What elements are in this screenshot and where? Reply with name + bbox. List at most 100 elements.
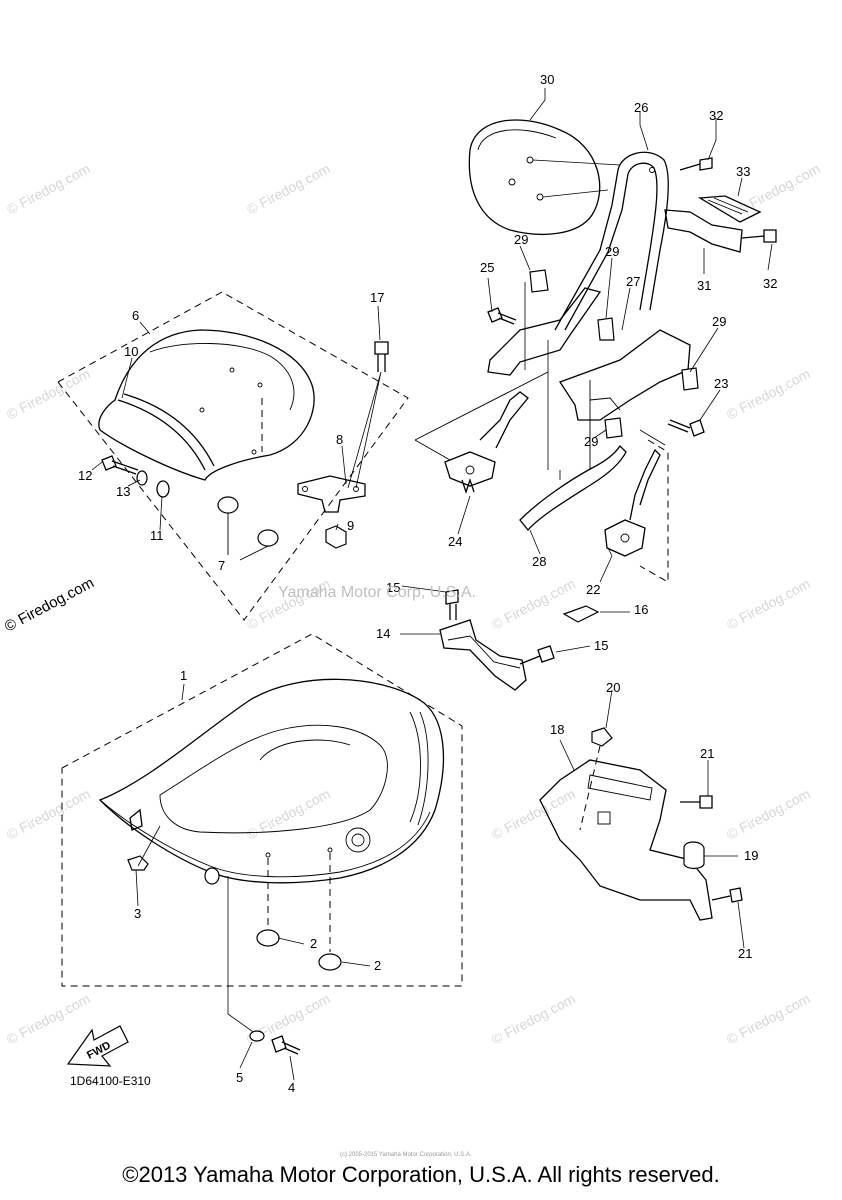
- watermark: © Firedog.com: [724, 575, 813, 632]
- callout-32: 32: [709, 108, 723, 123]
- callout-32: 32: [763, 276, 777, 291]
- callout-10: 10: [124, 344, 138, 359]
- callout-7: 7: [218, 558, 225, 573]
- damper: [217, 496, 239, 514]
- seat-hole: [251, 449, 257, 455]
- passenger-seat-group: [57, 291, 409, 621]
- leader: [414, 371, 549, 461]
- frame-bracket: [664, 209, 743, 253]
- bracket-group: [439, 589, 600, 691]
- callout-21: 21: [738, 946, 752, 961]
- clip: [597, 317, 615, 341]
- bolt: [101, 455, 139, 475]
- leader: [347, 371, 382, 489]
- grip-pad-ribs: [707, 197, 749, 215]
- left-sideplate: [487, 287, 602, 376]
- seat-hole: [327, 847, 333, 853]
- callout-29: 29: [584, 434, 598, 449]
- bolt: [679, 157, 713, 171]
- washer: [249, 1030, 265, 1042]
- watermark: © Firedog.com: [244, 160, 333, 217]
- passenger-seat: [98, 329, 315, 481]
- bolt: [445, 589, 459, 620]
- fwd-arrow-shape: [66, 1025, 129, 1067]
- seat-hole: [229, 367, 235, 373]
- damper: [257, 529, 279, 547]
- callout-13: 13: [116, 484, 130, 499]
- nut: [325, 525, 347, 549]
- lock-pivot: [620, 533, 630, 543]
- callout-24: 24: [448, 534, 462, 549]
- callout-8: 8: [336, 432, 343, 447]
- damper: [127, 855, 149, 871]
- emblem: [345, 827, 371, 853]
- mount-bracket: [439, 619, 527, 691]
- callout-29: 29: [605, 244, 619, 259]
- callout-17: 17: [370, 290, 384, 305]
- release-lever: [519, 444, 627, 532]
- callout-9: 9: [347, 518, 354, 533]
- leader: [227, 513, 269, 561]
- rubber-cap: [683, 841, 705, 870]
- watermark: © Firedog.com: [4, 990, 93, 1047]
- seat-tab: [129, 808, 143, 831]
- right-sideplate: [559, 329, 691, 421]
- callout-26: 26: [634, 100, 648, 115]
- seat-cover-hole: [597, 811, 611, 825]
- callout-5: 5: [236, 1070, 243, 1085]
- rider-seat-group: [61, 633, 463, 1055]
- callout-4: 4: [288, 1080, 295, 1095]
- leader: [579, 745, 601, 831]
- seat-grommet: [204, 867, 220, 885]
- watermark: © Firedog.com: [724, 365, 813, 422]
- rider-seat-pan: [99, 799, 431, 878]
- copyright-notice: ©2013 Yamaha Motor Corporation, U.S.A. A…: [122, 1162, 720, 1187]
- callout-12: 12: [78, 468, 92, 483]
- leader: [524, 282, 666, 480]
- bolt: [711, 887, 743, 903]
- bolt: [519, 645, 555, 665]
- watermark-layer: © Firedog.com © Firedog.com © Firedog.co…: [2, 160, 823, 1047]
- rider-seat-boundary: [61, 633, 463, 987]
- rubber-pad: [562, 605, 600, 623]
- callout-2: 2: [310, 936, 317, 951]
- backrest-hole: [508, 178, 516, 186]
- watermark: © Firedog.com: [489, 990, 578, 1047]
- washer-plain: [156, 480, 170, 498]
- callout-16: 16: [634, 602, 648, 617]
- callout-29: 29: [514, 232, 528, 247]
- bolt: [374, 341, 389, 372]
- seat-bracket: [297, 475, 366, 513]
- clip: [681, 367, 699, 391]
- group-boundary: [639, 439, 669, 583]
- callout-20: 20: [606, 680, 620, 695]
- clip: [529, 269, 549, 293]
- callout-3: 3: [134, 906, 141, 921]
- callout-21: 21: [700, 746, 714, 761]
- callout-1: 1: [180, 668, 187, 683]
- rider-seat-inner: [259, 739, 351, 761]
- clip: [604, 417, 623, 439]
- washer: [136, 470, 148, 486]
- watermark: © Firedog.com: [489, 575, 578, 632]
- watermark: © Firedog.com: [724, 990, 813, 1047]
- fwd-arrow: FWD: [66, 1025, 129, 1067]
- callout-31: 31: [697, 278, 711, 293]
- passenger-seat-trim: [117, 393, 215, 471]
- rider-seat-top: [159, 724, 388, 834]
- bolt: [667, 419, 705, 437]
- seat-cover-slot: [587, 774, 653, 801]
- leader: [532, 159, 621, 198]
- backrest-hole: [526, 156, 534, 164]
- grommet: [591, 727, 613, 747]
- callout-2: 2: [374, 958, 381, 973]
- cover-group: [539, 727, 743, 921]
- sideplate-slot: [589, 397, 621, 411]
- seat-hole: [257, 382, 263, 388]
- diagram-code: 1D64100-E310: [70, 1074, 151, 1088]
- watermark: © Firedog.com: [4, 785, 93, 842]
- bracket-hole: [302, 486, 308, 492]
- rider-seat-trim: [409, 711, 429, 826]
- backrest-pad-edge: [477, 129, 557, 151]
- seat-lock-assembly: [444, 391, 529, 487]
